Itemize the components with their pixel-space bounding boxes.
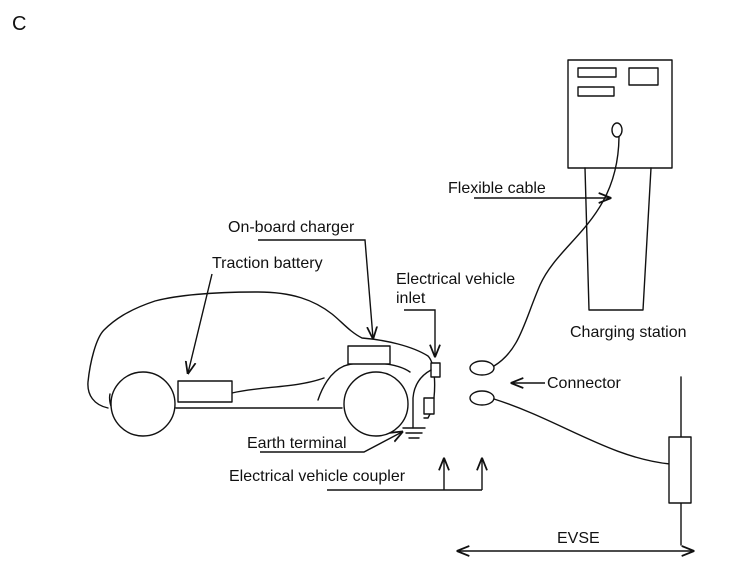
connector-lower — [469, 390, 495, 406]
label-traction-battery: Traction battery — [212, 255, 323, 272]
leader-on-board-charger — [258, 239, 373, 338]
front-wheel — [110, 371, 176, 437]
leader-traction-battery — [188, 273, 213, 373]
label-ev-inlet-line1: Electrical vehicle — [396, 271, 515, 288]
evse-cable — [493, 398, 671, 465]
leader-ev-inlet — [404, 309, 435, 356]
rear-block — [423, 397, 435, 415]
charging-station — [567, 59, 673, 311]
traction-battery-box — [177, 380, 233, 403]
station-cable-outlet — [611, 122, 623, 138]
station-display-2 — [628, 67, 659, 86]
on-board-charger-box — [347, 345, 391, 365]
leader-earth-terminal — [260, 432, 402, 453]
panel-letter: C — [12, 13, 26, 35]
ev-inlet-box — [430, 362, 441, 378]
evse-box — [668, 436, 692, 504]
connector-upper — [469, 360, 495, 376]
flexible-cable — [493, 136, 620, 367]
battery-cable — [231, 377, 325, 394]
label-on-board-charger: On-board charger — [228, 219, 355, 236]
station-pedestal — [584, 167, 652, 311]
inlet-wire — [412, 369, 432, 429]
label-flexible-cable: Flexible cable — [448, 180, 546, 197]
label-ev-coupler: Electrical vehicle coupler — [229, 468, 406, 485]
rear-wheel — [343, 371, 409, 437]
label-connector: Connector — [547, 375, 621, 392]
label-evse: EVSE — [557, 530, 600, 547]
label-charging-station: Charging station — [570, 324, 687, 341]
station-display-1 — [577, 67, 617, 78]
label-earth-terminal: Earth terminal — [247, 435, 347, 452]
label-ev-inlet-line2: inlet — [396, 290, 426, 307]
station-display-3 — [577, 86, 615, 97]
car-body — [87, 291, 436, 419]
car-rear-arch-lip — [317, 365, 345, 401]
electric-vehicle — [87, 291, 441, 439]
